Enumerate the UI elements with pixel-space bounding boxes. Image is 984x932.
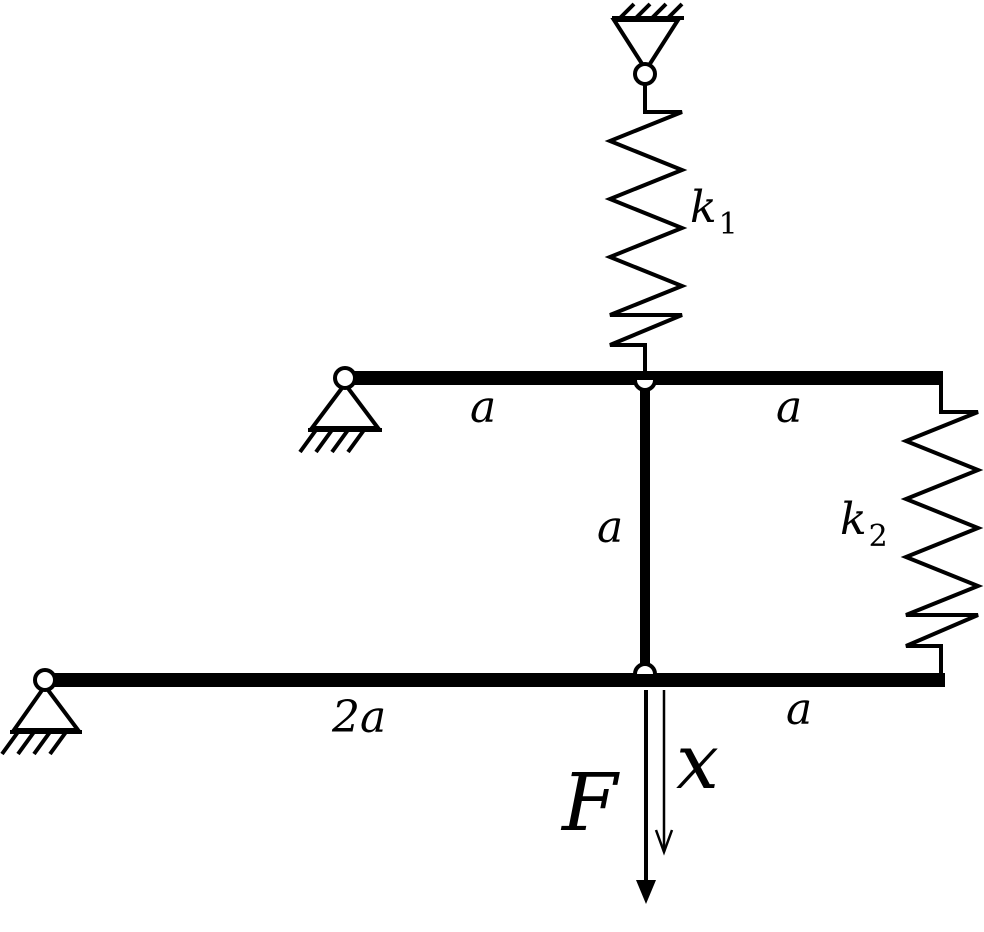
force-label: F <box>560 756 620 849</box>
top-pin-support-icon <box>610 2 684 74</box>
vertical-link-label: a <box>597 502 623 553</box>
lower-left-span-label: 2a <box>331 692 386 743</box>
displacement-arrow-icon <box>654 690 674 856</box>
lower-right-span-label: a <box>786 684 812 735</box>
top-hinge-icon <box>633 62 657 86</box>
lower-link-hinge-icon <box>633 662 657 675</box>
lower-left-hinge-icon <box>33 668 57 692</box>
spring-k2-icon <box>900 384 984 676</box>
force-arrow-icon <box>636 690 656 904</box>
k2-label: k2 <box>840 494 888 554</box>
displacement-label: x <box>676 717 719 806</box>
upper-left-pin-support-icon <box>298 380 382 454</box>
upper-link-hinge-icon <box>633 379 657 392</box>
upper-left-hinge-icon <box>333 366 357 390</box>
lower-left-pin-support-icon <box>0 682 82 756</box>
upper-left-span-label: a <box>470 382 496 433</box>
spring-k1-icon <box>604 84 688 372</box>
k1-label: k1 <box>690 182 738 242</box>
upper-right-span-label: a <box>776 382 802 433</box>
